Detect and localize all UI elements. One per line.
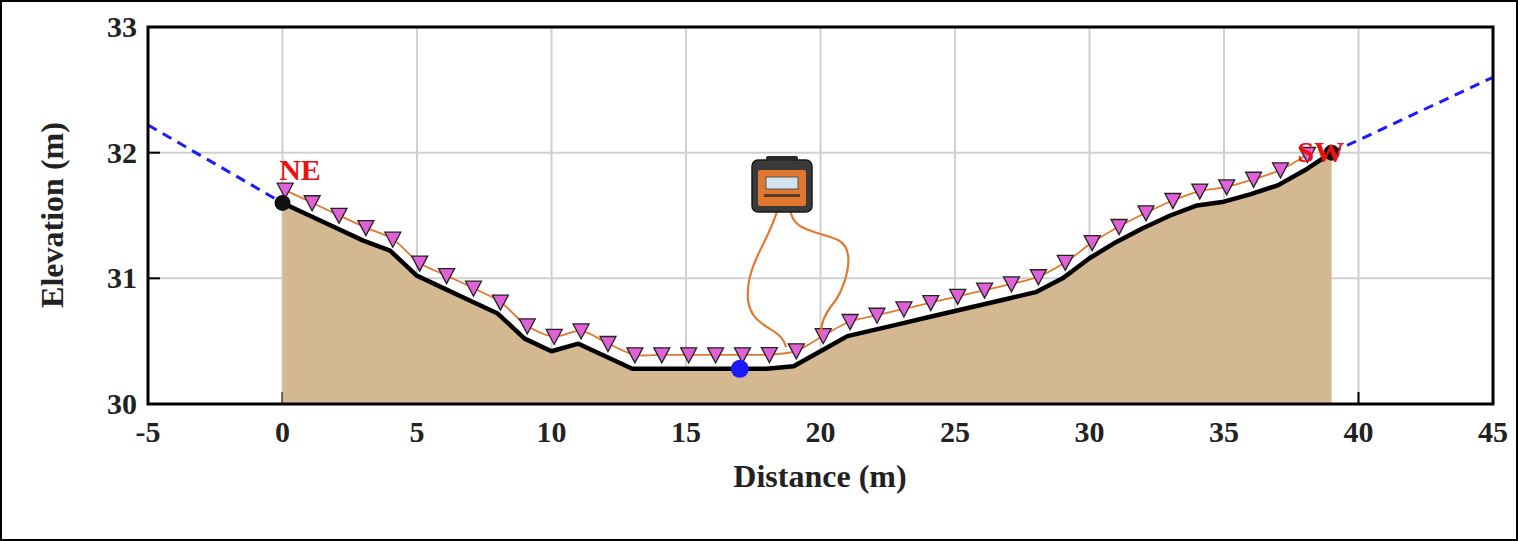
grid-line bbox=[148, 152, 1493, 154]
tick-label: 32 bbox=[107, 138, 137, 168]
device-keys bbox=[764, 194, 800, 197]
geophone bbox=[708, 348, 724, 363]
tick-mark bbox=[148, 152, 160, 154]
profile-plot bbox=[148, 77, 1493, 404]
geophone bbox=[1272, 163, 1288, 178]
grid-line bbox=[820, 27, 822, 404]
geophone bbox=[788, 344, 804, 359]
device-handle bbox=[766, 156, 798, 161]
tick-label: 25 bbox=[940, 417, 970, 447]
tick-label: 20 bbox=[806, 417, 836, 447]
extrapolated-surface bbox=[1332, 77, 1493, 152]
geophone bbox=[1246, 172, 1262, 187]
geophone bbox=[1219, 180, 1235, 195]
geophone bbox=[1084, 236, 1100, 251]
geophone bbox=[1111, 220, 1127, 235]
geophone bbox=[1030, 270, 1046, 285]
geophone bbox=[412, 256, 428, 271]
seismograph-icon bbox=[748, 156, 849, 347]
geophone bbox=[1192, 184, 1208, 199]
source-point bbox=[731, 360, 749, 378]
geophone bbox=[1165, 193, 1181, 208]
cable bbox=[748, 208, 786, 347]
geophone bbox=[1057, 255, 1073, 270]
tick-mark bbox=[148, 277, 160, 279]
geophone bbox=[761, 348, 777, 363]
geophone bbox=[654, 348, 670, 363]
grid-line bbox=[1358, 27, 1360, 404]
geophone bbox=[896, 302, 912, 317]
geophone bbox=[331, 208, 347, 223]
cable bbox=[790, 208, 848, 335]
geophone bbox=[950, 289, 966, 304]
extrapolated-surface bbox=[148, 125, 283, 203]
geophone bbox=[573, 324, 589, 339]
tick-label: -5 bbox=[136, 417, 161, 447]
tick-label: 10 bbox=[537, 417, 567, 447]
geophone bbox=[546, 329, 562, 344]
site-label: SW bbox=[1297, 137, 1344, 167]
device-screen bbox=[766, 177, 798, 189]
tick-label: 0 bbox=[275, 417, 290, 447]
geophone bbox=[842, 315, 858, 330]
geophone bbox=[304, 196, 320, 211]
geophone bbox=[977, 283, 993, 298]
device-case bbox=[752, 160, 812, 212]
tick-label: 40 bbox=[1344, 417, 1374, 447]
geophone bbox=[600, 337, 616, 352]
geophone bbox=[1138, 206, 1154, 221]
tick-label: 33 bbox=[107, 12, 137, 42]
tick-label: 31 bbox=[107, 263, 137, 293]
tick-label: 30 bbox=[107, 389, 137, 419]
ground-fill bbox=[283, 153, 1332, 404]
ground-surface bbox=[283, 153, 1332, 369]
geophone bbox=[1003, 277, 1019, 292]
tick-label: 15 bbox=[671, 417, 701, 447]
geophone bbox=[627, 348, 643, 363]
tick-label: 45 bbox=[1478, 417, 1508, 447]
tick-label: 30 bbox=[1075, 417, 1105, 447]
geophone bbox=[681, 348, 697, 363]
geophone bbox=[385, 232, 401, 247]
endpoint-marker bbox=[275, 195, 291, 211]
axis-title: Elevation (m) bbox=[36, 122, 68, 308]
device-panel bbox=[758, 170, 806, 206]
geophone bbox=[815, 329, 831, 344]
tick-label: 5 bbox=[410, 417, 425, 447]
geophone-cable bbox=[285, 155, 1307, 356]
geophone bbox=[519, 319, 535, 334]
site-label: NE bbox=[279, 155, 321, 185]
geophone bbox=[923, 296, 939, 311]
tick-mark bbox=[1358, 392, 1360, 404]
geophone bbox=[439, 269, 455, 284]
plot-frame bbox=[148, 27, 1493, 404]
axis-title: Distance (m) bbox=[733, 460, 906, 492]
grid-lines bbox=[148, 27, 1493, 404]
geophone bbox=[358, 221, 374, 236]
tick-label: 35 bbox=[1209, 417, 1239, 447]
geophone bbox=[869, 308, 885, 323]
geophone bbox=[492, 295, 508, 310]
geophone bbox=[465, 281, 481, 296]
grid-line bbox=[551, 27, 553, 404]
